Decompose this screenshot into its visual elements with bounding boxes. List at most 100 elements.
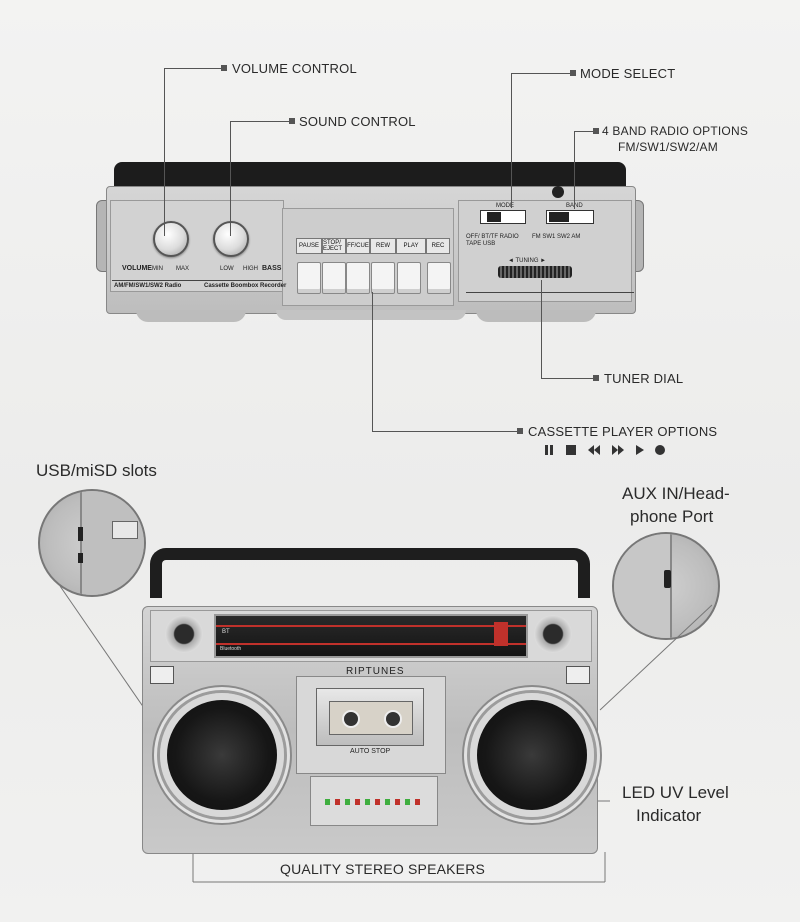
aux-side-panel: [614, 534, 672, 638]
rewind-icon: [588, 445, 600, 455]
band-options-sub: FM/SW1/SW2/AM: [618, 140, 718, 154]
band-marker: [593, 128, 599, 134]
vol-max-label: MAX: [176, 266, 190, 272]
vol-min-label: MIN: [152, 266, 163, 272]
sound-control-label: SOUND CONTROL: [299, 114, 416, 129]
top-divider-line: [112, 280, 282, 281]
top-handle: [114, 162, 626, 190]
band-text: AM/FM/SW1/SW2 Radio: [114, 283, 182, 289]
top-foot-left: [136, 310, 246, 322]
bass-label: BASS: [262, 265, 282, 272]
band-slider: [549, 212, 569, 222]
rec-label: REC: [426, 238, 450, 254]
right-side-badge: [566, 666, 590, 684]
band-line-v: [574, 131, 575, 209]
band-switch[interactable]: [546, 210, 594, 224]
usb-side-badge: [112, 521, 138, 539]
sound-knob[interactable]: [213, 221, 249, 257]
cassette-tape: [329, 701, 413, 735]
stop-eject-label: STOP/ EJECT: [322, 238, 346, 254]
speakers-label: QUALITY STEREO SPEAKERS: [280, 861, 486, 877]
volume-knob[interactable]: [153, 221, 189, 257]
dial-red-bar-1: [216, 625, 526, 627]
mode-switch[interactable]: [480, 210, 526, 224]
usb-slots-label: USB/miSD slots: [36, 461, 157, 480]
vol-marker: [221, 65, 227, 71]
cassette-icons-row: [544, 443, 674, 457]
vol-line-v: [164, 68, 165, 236]
usb-zoom-circle: [38, 489, 146, 597]
rew-label: REW: [370, 238, 396, 254]
cassette-options-label: CASSETTE PLAYER OPTIONS: [528, 424, 718, 439]
mode-line-v: [511, 73, 512, 208]
volume-control-label: VOLUME CONTROL: [232, 61, 357, 76]
left-side-badge: [150, 666, 174, 684]
left-tweeter: [165, 615, 203, 653]
bt-label: BT: [222, 629, 230, 635]
aux-port: [664, 570, 671, 588]
usb-slot-2: [78, 553, 83, 563]
led-meter: [310, 776, 438, 826]
right-speaker: [470, 693, 594, 817]
top-right-panel: [458, 200, 632, 302]
power-dot: [552, 186, 564, 198]
stop-eject-key[interactable]: [322, 262, 346, 294]
stop-icon: [566, 445, 576, 455]
play-label: PLAY: [396, 238, 426, 254]
sound-line-v: [230, 121, 231, 236]
mode-slider: [487, 212, 501, 222]
aux-label-2: phone Port: [630, 507, 714, 526]
front-handle: [150, 548, 590, 598]
sound-marker: [289, 118, 295, 124]
rec-key[interactable]: [427, 262, 451, 294]
led-label-1: LED UV Level: [622, 783, 729, 802]
record-icon: [655, 445, 665, 455]
tuner-marker: [593, 375, 599, 381]
cassette-line-h: [372, 431, 518, 432]
usb-slot-1: [78, 527, 83, 541]
reel-right: [384, 710, 402, 728]
tuner-dial-label: TUNER DIAL: [604, 371, 684, 386]
tuner-line-v: [541, 280, 542, 378]
right-tweeter: [534, 615, 572, 653]
band-options: FM SW1 SW2 AM: [532, 234, 581, 240]
model-text: Cassette Boombox Recorder: [204, 283, 287, 289]
band-options-label: 4 BAND RADIO OPTIONS: [602, 124, 749, 138]
mode-options: OFF/ BT/TF RADIO: [466, 234, 519, 240]
play-key[interactable]: [397, 262, 421, 294]
fast-forward-icon: [612, 445, 624, 455]
mode-label: MODE: [496, 203, 514, 209]
bluetooth-label: Bluetooth: [220, 646, 242, 652]
mode-line-h: [511, 73, 571, 74]
pause-label: PAUSE: [296, 238, 322, 254]
ff-cue-label: FF/CUE: [346, 238, 370, 254]
mode-marker: [570, 70, 576, 76]
top-left-panel: [110, 200, 284, 292]
mode-select-label: MODE SELECT: [580, 66, 676, 81]
led-row: [325, 799, 425, 805]
top-foot-right: [476, 310, 596, 322]
high-label: HIGH: [243, 266, 258, 272]
pause-key[interactable]: [297, 262, 321, 294]
led-label-2: Indicator: [636, 806, 702, 825]
dial-red-indicator: [494, 622, 508, 646]
top-foot-center: [276, 310, 466, 320]
tuner-line-h: [541, 378, 593, 379]
brand-label: RIPTUNES: [346, 666, 405, 677]
radio-dial: BT Bluetooth: [214, 614, 528, 658]
left-speaker: [160, 693, 284, 817]
band-line-h: [574, 131, 594, 132]
cassette-window: [316, 688, 424, 746]
volume-label: VOLUME: [122, 265, 152, 272]
ff-cue-key[interactable]: [346, 262, 370, 294]
pause-icon: [545, 445, 553, 455]
play-icon: [636, 445, 644, 455]
tuner-wheel[interactable]: [498, 266, 572, 278]
low-label: LOW: [220, 266, 234, 272]
rew-key[interactable]: [371, 262, 395, 294]
tuning-label: ◄ TUNING ►: [508, 258, 547, 264]
sound-line-h: [230, 121, 290, 122]
aux-label-1: AUX IN/Head-: [622, 484, 730, 503]
auto-stop-label: AUTO STOP: [350, 748, 391, 755]
right-divider: [466, 292, 634, 293]
